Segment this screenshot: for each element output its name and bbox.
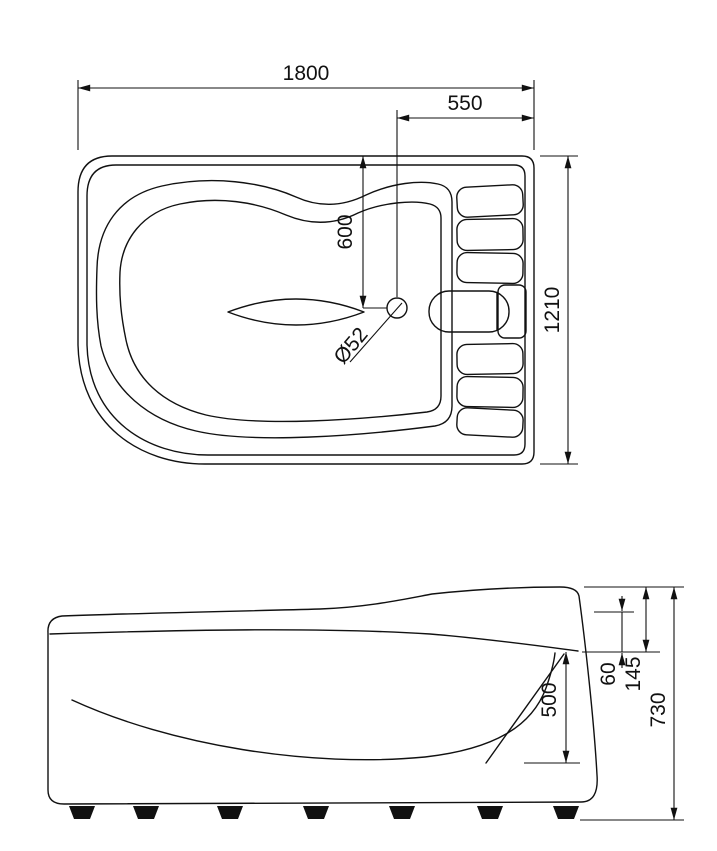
dim-drain-diameter-label: Ø52 bbox=[329, 323, 372, 368]
dim-overall-width-label: 1210 bbox=[541, 287, 564, 334]
top-view-dimensions: 1800 550 600 Ø52 1210 bbox=[77, 62, 578, 465]
dim-rim-drop-label: 60 bbox=[597, 662, 620, 685]
top-view bbox=[77, 155, 535, 465]
foot bbox=[389, 806, 415, 819]
dim-overall-length-label: 1800 bbox=[283, 62, 330, 85]
foot bbox=[303, 806, 329, 819]
inner-slope-line bbox=[485, 653, 565, 764]
dim-rim-band-label: 145 bbox=[622, 656, 645, 691]
tub-side-profile bbox=[47, 586, 598, 805]
pillow-segment bbox=[456, 342, 524, 376]
leader-line-drain bbox=[349, 302, 403, 363]
foot bbox=[553, 806, 579, 819]
basin-contour bbox=[119, 199, 442, 423]
dim-drain-right-label: 550 bbox=[447, 92, 482, 115]
dim-basin-depth-label: 500 bbox=[538, 682, 561, 717]
pillow-segment bbox=[456, 217, 524, 252]
pillow-segment bbox=[456, 407, 524, 438]
rim-underside-line bbox=[49, 629, 579, 652]
apron-curve bbox=[71, 652, 556, 761]
tub-outer-rim bbox=[77, 155, 535, 465]
side-view bbox=[47, 586, 598, 819]
tub-inner-rim bbox=[86, 164, 526, 456]
faucet-body bbox=[428, 290, 510, 333]
pillow-segment bbox=[456, 184, 524, 218]
dim-overall-height-label: 730 bbox=[647, 692, 670, 727]
dim-drain-top-label: 600 bbox=[334, 214, 357, 249]
foot bbox=[477, 806, 503, 819]
pillow-segment bbox=[456, 251, 524, 285]
side-view-dimensions: 60 145 500 730 bbox=[524, 586, 684, 821]
foot bbox=[133, 806, 159, 819]
foot bbox=[217, 806, 243, 819]
foot bbox=[69, 806, 95, 819]
deck-contour bbox=[95, 179, 453, 439]
pillow-segment bbox=[456, 375, 524, 409]
basin-floor-detail bbox=[227, 298, 365, 326]
faucet-knob bbox=[497, 284, 527, 339]
